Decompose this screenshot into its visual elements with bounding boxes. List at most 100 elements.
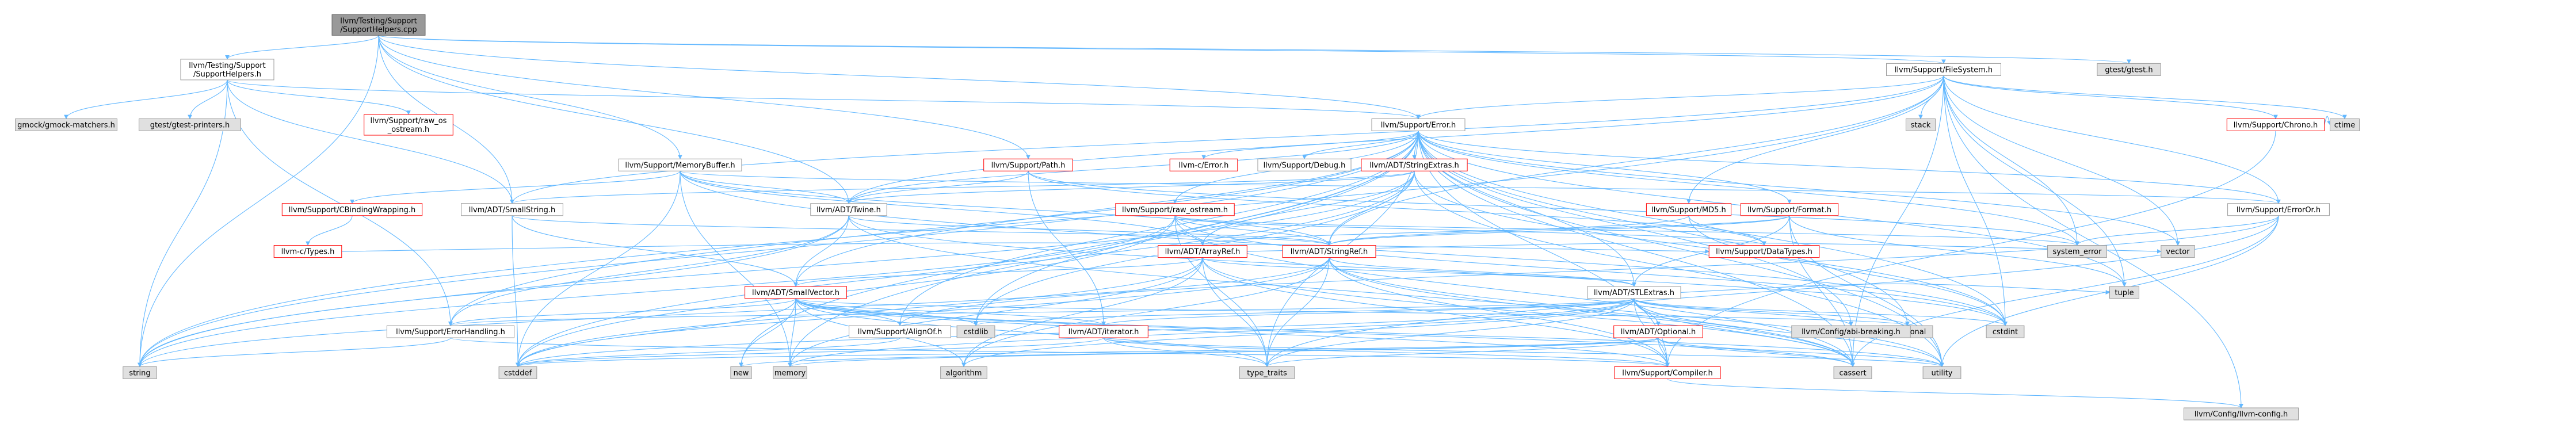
node-label: cstddef — [504, 369, 532, 377]
edge-fs-stringref — [1327, 75, 1944, 246]
node-errhand[interactable]: llvm/Support/ErrorHandling.h — [386, 325, 515, 338]
node-path[interactable]: llvm/Support/Path.h — [983, 158, 1073, 171]
node-label: llvm/ADT/Optional.h — [1621, 328, 1696, 337]
node-label: llvm/Support/Error.h — [1381, 121, 1456, 130]
node-box — [2047, 245, 2107, 258]
node-label: memory — [774, 369, 806, 377]
node-compiler[interactable]: llvm/Support/Compiler.h — [1614, 366, 1721, 379]
node-alignof[interactable]: llvm/Support/AlignOf.h — [849, 325, 951, 338]
edge-format-cassert — [1789, 215, 1855, 368]
node-error[interactable]: llvm/Support/Error.h — [1371, 119, 1466, 131]
node-box — [498, 366, 537, 379]
edge-md5-cstdint — [1688, 215, 2008, 326]
edge-strext-cstddef — [516, 171, 1415, 368]
node-gmock: gmock/gmock-matchers.h — [15, 119, 117, 131]
node-smallvec[interactable]: llvm/ADT/SmallVector.h — [745, 286, 847, 299]
node-label: _ostream.h — [387, 125, 429, 134]
node-box — [773, 366, 807, 379]
edge-membuf-stringref — [680, 171, 1331, 246]
node-label: llvm/ADT/iterator.h — [1068, 328, 1139, 337]
node-label: llvm/ADT/SmallVector.h — [752, 289, 839, 297]
node-label: llvm/Config/abi-breaking.h — [1802, 328, 1900, 337]
node-label: llvm/ADT/StringRef.h — [1291, 248, 1368, 257]
node-cbind[interactable]: llvm/Support/CBindingWrapping.h — [281, 203, 423, 216]
node-stringref[interactable]: llvm/ADT/StringRef.h — [1282, 245, 1376, 258]
node-stlext[interactable]: llvm/ADT/STLExtras.h — [1587, 286, 1681, 299]
edge-iterator-compiler — [1103, 337, 1670, 368]
edge-stlext-abibreak — [1634, 298, 1853, 326]
edge-smallvec-typetraits — [795, 298, 1269, 368]
edge-error-string — [138, 131, 1419, 368]
edge-smallvec-errhand — [448, 298, 796, 326]
node-arrayref[interactable]: llvm/ADT/ArrayRef.h — [1158, 245, 1247, 258]
edge-fs-md5 — [1686, 75, 1944, 204]
edge-stlext-typetraits — [1265, 298, 1635, 368]
node-fs[interactable]: llvm/Support/FileSystem.h — [1886, 63, 2001, 76]
node-box — [2161, 245, 2195, 258]
edge-arrayref-typetraits — [1202, 257, 1269, 368]
edge-twine-stringref — [848, 215, 1331, 246]
node-twine[interactable]: llvm/ADT/Twine.h — [810, 203, 887, 216]
node-strext[interactable]: llvm/ADT/StringExtras.h — [1361, 158, 1468, 171]
edge-path-syserr — [1028, 171, 2079, 246]
edge-errhand-compiler — [450, 337, 1670, 368]
node-box — [1169, 158, 1238, 171]
node-cstddef: cstddef — [498, 366, 537, 379]
node-label: gtest/gtest-printers.h — [150, 121, 230, 130]
edge-fs-tuple — [1943, 75, 2127, 287]
edge-erroror-alignof — [898, 215, 2279, 326]
node-label: llvm/Support/Debug.h — [1264, 161, 1346, 170]
edge-tsh-smallstr — [227, 79, 514, 204]
node-label: llvm/ADT/Twine.h — [816, 206, 881, 215]
node-box — [1361, 158, 1468, 171]
edge-stringref-utility — [1329, 257, 1944, 368]
edge-smallvec-cassert — [795, 298, 1855, 368]
node-box — [2330, 119, 2360, 131]
node-box — [618, 158, 742, 171]
node-debug[interactable]: llvm/Support/Debug.h — [1257, 158, 1352, 171]
node-membuf[interactable]: llvm/Support/MemoryBuffer.h — [618, 158, 742, 171]
node-erroror[interactable]: llvm/Support/ErrorOr.h — [2227, 203, 2330, 216]
edge-stlext-cstdint — [1634, 298, 2008, 326]
node-box — [1115, 203, 1235, 216]
node-ctypes[interactable]: llvm-c/Types.h — [273, 245, 342, 258]
edge-root-error — [378, 35, 1421, 120]
node-llvmconfig: llvm/Config/llvm-config.h — [2184, 407, 2299, 421]
node-label: llvm/Support/Path.h — [991, 161, 1066, 170]
node-md5[interactable]: llvm/Support/MD5.h — [1646, 203, 1732, 216]
edge-fs-smallstr — [510, 75, 1944, 204]
node-label: llvm/Support/ErrorOr.h — [2237, 206, 2321, 215]
node-cerror[interactable]: llvm-c/Error.h — [1169, 158, 1238, 171]
node-rawos[interactable]: llvm/Support/raw_os_ostream.h — [364, 114, 453, 136]
node-chrono[interactable]: llvm/Support/Chrono.h — [2226, 119, 2325, 131]
node-format[interactable]: llvm/Support/Format.h — [1740, 203, 1839, 216]
edge-tsh-gtestprinters — [188, 79, 228, 120]
edge-format-stringref — [1327, 215, 1790, 246]
edges — [64, 35, 2347, 408]
node-root[interactable]: llvm/Testing/Support/SupportHelpers.cpp — [331, 14, 426, 36]
node-box — [1791, 325, 1911, 338]
node-smallstr[interactable]: llvm/ADT/SmallString.h — [461, 203, 563, 216]
node-datatypes[interactable]: llvm/Support/DataTypes.h — [1708, 245, 1820, 258]
node-rawostream[interactable]: llvm/Support/raw_ostream.h — [1115, 203, 1235, 216]
edge-fs-string — [138, 75, 1944, 368]
node-optional[interactable]: llvm/ADT/Optional.h — [1613, 325, 1703, 338]
node-syserr: system_error — [2047, 245, 2107, 258]
edge-arrayref-smallvec — [793, 257, 1203, 287]
node-iterator[interactable]: llvm/ADT/iterator.h — [1059, 325, 1148, 338]
node-label: llvm/Testing/Support — [340, 17, 417, 25]
edge-twine-string — [138, 215, 849, 368]
node-label: llvm/Support/DataTypes.h — [1716, 248, 1812, 257]
edge-error-erroror — [1418, 131, 2281, 204]
node-label: /SupportHelpers.h — [193, 70, 261, 79]
node-cstdlib: cstdlib — [956, 325, 995, 338]
node-label: system_error — [2053, 248, 2102, 257]
edge-path-twine — [846, 171, 1029, 204]
node-utility: utility — [1922, 366, 1961, 379]
node-box — [461, 203, 563, 216]
edge-fs-cstdint — [1943, 75, 2008, 326]
node-box — [1708, 245, 1820, 258]
node-tsh[interactable]: llvm/Testing/Support/SupportHelpers.h — [180, 59, 274, 81]
edge-compiler-llvmconfig — [1667, 378, 2243, 408]
edge-strext-twine — [846, 170, 1415, 204]
